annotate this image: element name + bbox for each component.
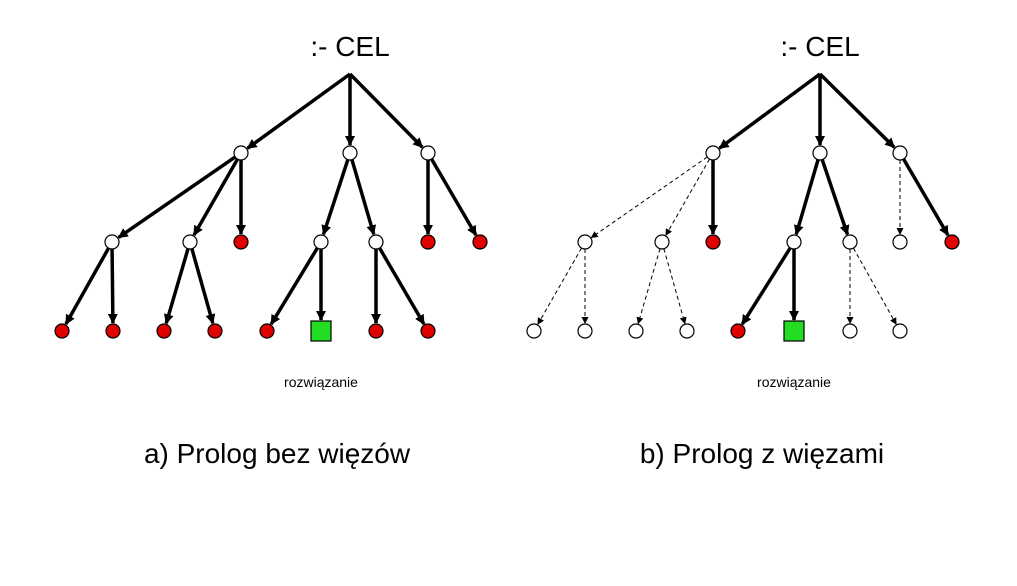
tree-node-l3-3 xyxy=(679,323,695,339)
tree-node-l1-2 xyxy=(892,145,908,161)
tree-node-l2-0 xyxy=(104,234,120,250)
panel-b-caption: b) Prolog z więzami xyxy=(640,438,884,469)
tree-edge-l2-4-7 xyxy=(378,247,426,325)
tree-node-l3-0 xyxy=(526,323,542,339)
panel-b: :- CEL rozwiązanie b) Prolog z więzami xyxy=(526,31,960,469)
panel-b-nodes xyxy=(526,145,960,342)
tree-node-l3-4 xyxy=(259,323,275,339)
tree-edge-l1-1-3 xyxy=(793,159,820,236)
tree-edge-l2-1-2 xyxy=(163,248,190,325)
tree-node-l3-6 xyxy=(842,323,858,339)
panel-b-root-label: :- CEL xyxy=(780,31,859,62)
tree-edge-l1-0-0 xyxy=(117,155,237,239)
panel-a-edges xyxy=(64,72,478,326)
tree-node-l3-7 xyxy=(420,323,436,339)
tree-node-l3-4 xyxy=(730,323,746,339)
panel-a-caption: a) Prolog bez więzów xyxy=(144,438,411,469)
tree-edge-l2-0-0 xyxy=(537,247,582,325)
tree-node-l3-3 xyxy=(207,323,223,339)
tree-edge-l1-2-6 xyxy=(430,158,478,236)
tree-node-l2-5 xyxy=(892,234,908,250)
tree-edge-l2-0-1 xyxy=(107,248,118,325)
tree-node-l1-0 xyxy=(233,145,249,161)
tree-node-l2-1 xyxy=(182,234,198,250)
tree-edge-l1-0-1 xyxy=(665,158,710,236)
tree-node-l3-5 xyxy=(783,320,805,342)
tree-node-l2-1 xyxy=(654,234,670,250)
tree-node-l1-0 xyxy=(705,145,721,161)
tree-node-l2-3 xyxy=(313,234,329,250)
tree-edge-l1-2-6 xyxy=(902,158,950,236)
tree-node-l1-1 xyxy=(812,145,828,161)
tree-node-l2-4 xyxy=(368,234,384,250)
panel-a-nodes xyxy=(54,145,488,342)
tree-edge-l2-4-7 xyxy=(852,247,897,325)
tree-edge-root-2 xyxy=(818,72,896,149)
tree-node-l3-2 xyxy=(156,323,172,339)
tree-node-l2-0 xyxy=(577,234,593,250)
tree-node-l2-3 xyxy=(786,234,802,250)
panel-a-solution-label: rozwiązanie xyxy=(284,374,358,390)
tree-node-l2-2 xyxy=(233,234,249,250)
tree-edge-l2-3-4 xyxy=(740,246,792,326)
tree-node-l3-7 xyxy=(892,323,908,339)
tree-edge-l1-1-3 xyxy=(321,159,350,236)
tree-node-l3-5 xyxy=(310,320,332,342)
tree-node-l3-1 xyxy=(577,323,593,339)
tree-node-l1-1 xyxy=(342,145,358,161)
panel-a-root-label: :- CEL xyxy=(310,31,389,62)
tree-edge-l1-0-1 xyxy=(192,158,240,236)
tree-node-l3-6 xyxy=(368,323,384,339)
tree-edge-l2-1-3 xyxy=(663,248,687,325)
tree-edge-l1-1-4 xyxy=(820,159,850,236)
tree-node-l3-2 xyxy=(628,323,644,339)
tree-node-l2-5 xyxy=(420,234,436,250)
tree-node-l2-4 xyxy=(842,234,858,250)
tree-edge-l1-0-0 xyxy=(590,156,708,239)
tree-edge-l2-1-3 xyxy=(190,248,216,325)
tree-edge-root-2 xyxy=(348,72,424,149)
tree-edge-root-0 xyxy=(246,72,352,150)
panel-b-solution-label: rozwiązanie xyxy=(757,374,831,390)
tree-edge-l2-1-2 xyxy=(636,248,661,325)
tree-node-l2-6 xyxy=(944,234,960,250)
panel-b-edges xyxy=(537,72,950,326)
tree-edge-l2-0-0 xyxy=(64,247,111,325)
tree-node-l1-2 xyxy=(420,145,436,161)
tree-node-l2-6 xyxy=(472,234,488,250)
tree-edge-l2-3-4 xyxy=(269,247,319,326)
tree-edge-l1-1-4 xyxy=(350,159,377,236)
tree-node-l2-2 xyxy=(705,234,721,250)
tree-node-l3-1 xyxy=(105,323,121,339)
tree-node-l3-0 xyxy=(54,323,70,339)
tree-edge-root-0 xyxy=(718,72,822,150)
panel-a: :- CEL rozwiązanie a) Prolog bez więzów xyxy=(54,31,488,469)
